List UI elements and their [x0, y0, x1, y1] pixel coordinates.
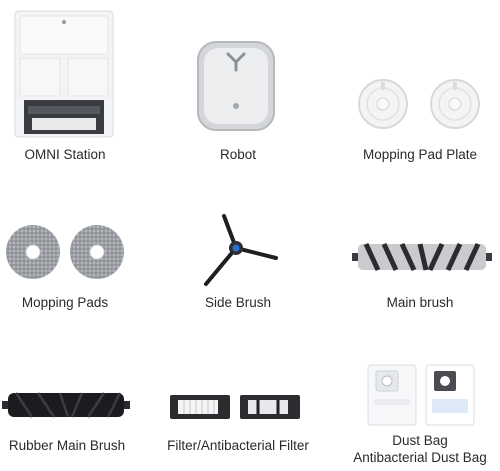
rubber-main-brush-image	[2, 390, 130, 420]
item-label-filter: Filter/Antibacterial Filter	[167, 438, 309, 453]
dust-bag-label: Dust Bag	[392, 433, 448, 448]
item-label-robot: Robot	[219, 147, 257, 162]
item-label-rubber-main-brush: Rubber Main Brush	[8, 438, 126, 453]
item-label-mopping-pads: Mopping Pads	[21, 295, 109, 310]
main-brush-image	[352, 238, 492, 276]
dust-bags-image	[366, 363, 478, 427]
item-label-mopping-pad-plate: Mopping Pad Plate	[362, 147, 478, 162]
filters-image	[170, 395, 300, 419]
omni-station-image	[14, 10, 114, 138]
mopping-pad-plates-image	[357, 78, 483, 130]
item-label-main-brush: Main brush	[386, 295, 454, 310]
item-label-dust-bag: Dust Bag Antibacterial Dust Bag	[340, 432, 500, 466]
item-label-side-brush: Side Brush	[204, 295, 272, 310]
mopping-pads-image	[5, 222, 125, 282]
antibacterial-dust-bag-label: Antibacterial Dust Bag	[353, 450, 487, 465]
robot-vacuum-image	[196, 40, 276, 132]
item-label-omni-station: OMNI Station	[24, 147, 106, 162]
side-brush-image	[200, 212, 280, 288]
